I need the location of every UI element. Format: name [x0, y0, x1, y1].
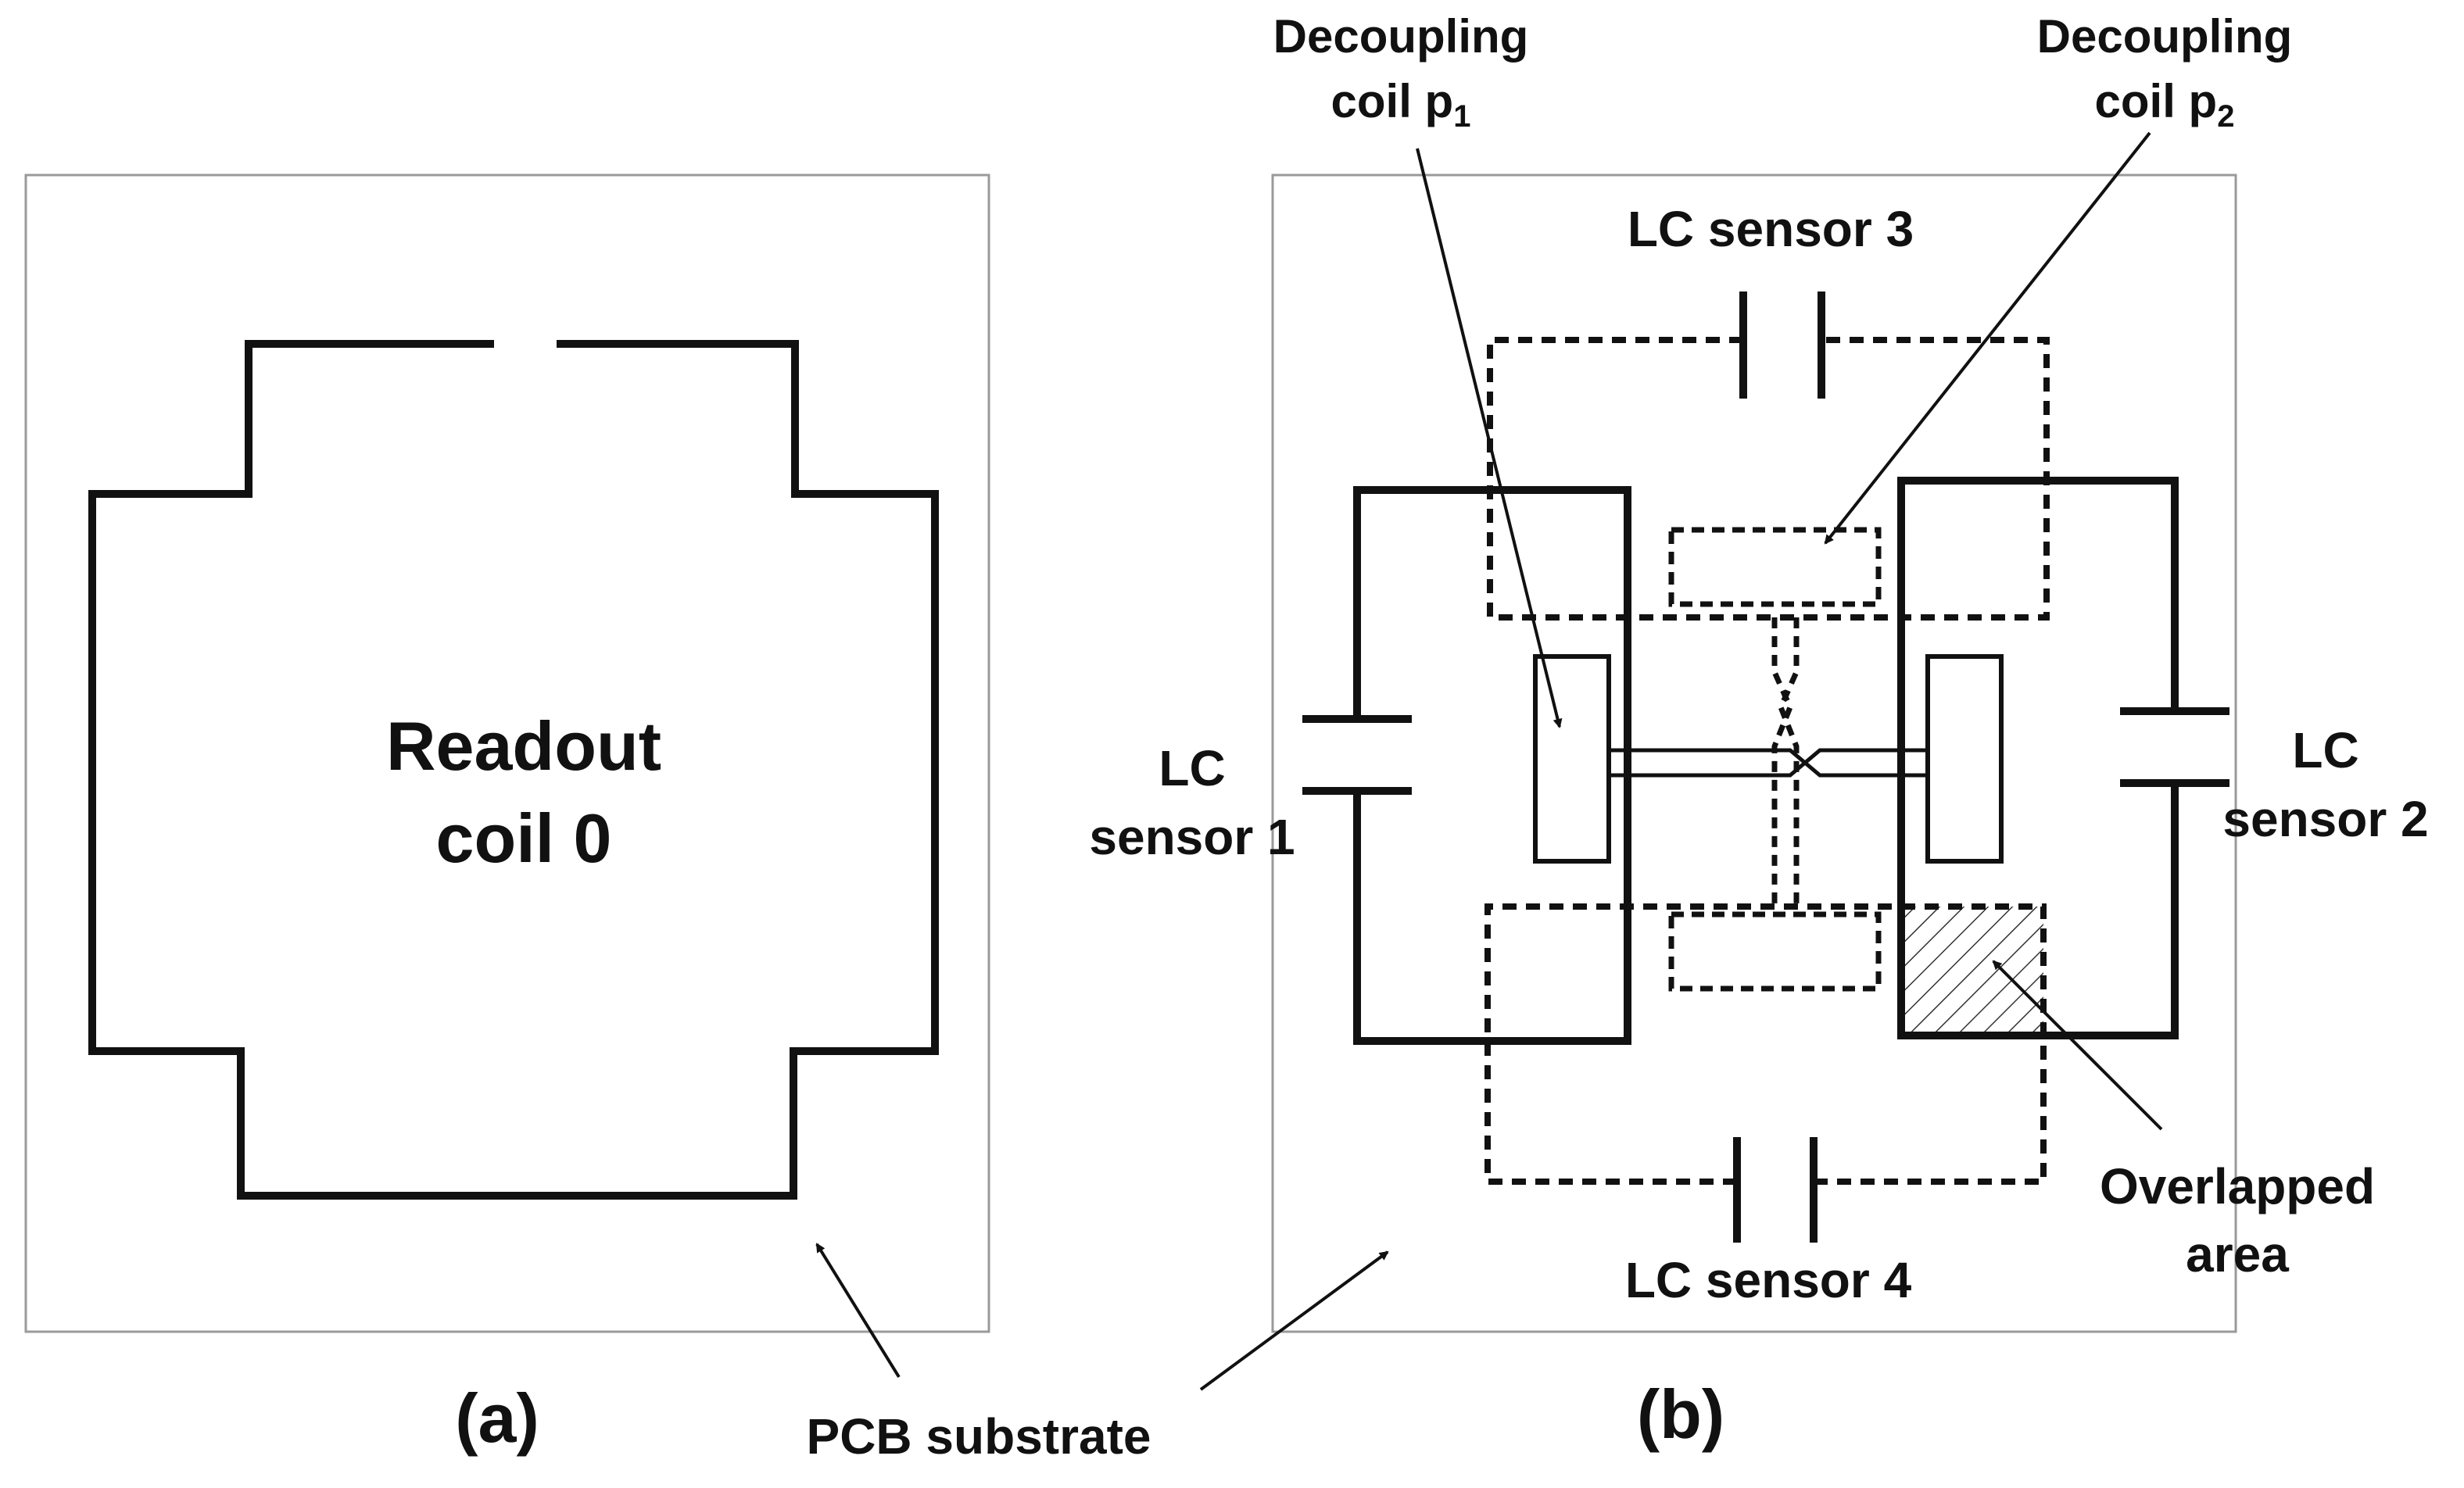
pcb-substrate-b [1271, 173, 2237, 1333]
panel-a-tag: (a) [455, 1379, 539, 1457]
arrow-pcb-substrate-b [1199, 1250, 1389, 1391]
decoupling-p2-label-line2: coil p2 [2095, 75, 2235, 134]
lc-sensor-3-coil [1487, 337, 2050, 621]
lc-sensor-1-coil [1353, 486, 1631, 1045]
readout-coil-label-line2: coil 0 [436, 799, 612, 877]
readout-coil-label-line1: Readout [386, 707, 661, 785]
decoupling-p1-label-line2: coil p1 [1331, 75, 1471, 134]
pcb-substrate-a [24, 173, 990, 1333]
arrow-pcb-substrate-a [815, 1243, 901, 1379]
decoupling-p1-label-line1: Decoupling [1273, 10, 1529, 63]
dashed-crossing-lines [1771, 617, 1800, 907]
arrow-overlapped-area [1992, 960, 2163, 1131]
decoupling-p1-label-sub: 1 [1453, 99, 1470, 134]
decoupling-pad-bottom [1668, 911, 1882, 992]
decoupling-pad-p2-top [1668, 527, 1882, 607]
panel-b-tag: (b) [1637, 1375, 1724, 1453]
decoupling-pad-right [1925, 654, 2004, 864]
overlapped-area-label-line2: area [2186, 1226, 2289, 1282]
decoupling-p2-label-line1: Decoupling [2037, 10, 2293, 63]
lc-sensor-1-label-line1: LC [1159, 740, 1225, 796]
lc-sensor-3-label: LC sensor 3 [1628, 201, 1914, 257]
decoupling-pad-p1-left [1533, 654, 1611, 864]
lc-sensor-2-label-line2: sensor 2 [2222, 791, 2428, 847]
panel-a: Readout coil 0 (a) [24, 173, 990, 1457]
decoupling-p1-label-text: coil p [1331, 75, 1454, 127]
pcb-substrate-label: PCB substrate [807, 1408, 1151, 1465]
lc-sensor-2-coil [1897, 477, 2179, 1039]
lc-sensor-2-label-line1: LC [2292, 722, 2358, 778]
annotation-arrows [815, 131, 2163, 1391]
panel-b: Decoupling coil p1 Decoupling coil p2 LC… [1089, 10, 2428, 1453]
lc-sensor-4-coil [1484, 903, 2047, 1185]
arrow-decoupling-p1 [1416, 148, 1563, 728]
overlapped-area-label-line1: Overlapped [2100, 1158, 2375, 1214]
arrow-decoupling-p2 [1824, 131, 2151, 545]
lc-sensor-1-label-line2: sensor 1 [1089, 809, 1295, 865]
solid-crossing-lines [1609, 748, 1928, 778]
decoupling-p2-label-text: coil p [2095, 75, 2218, 127]
decoupling-p2-label-sub: 2 [2217, 99, 2234, 134]
overlapped-area-hatch [1901, 907, 2043, 1036]
readout-coil-0 [88, 340, 939, 1200]
lc-sensor-4-label: LC sensor 4 [1625, 1252, 1912, 1308]
